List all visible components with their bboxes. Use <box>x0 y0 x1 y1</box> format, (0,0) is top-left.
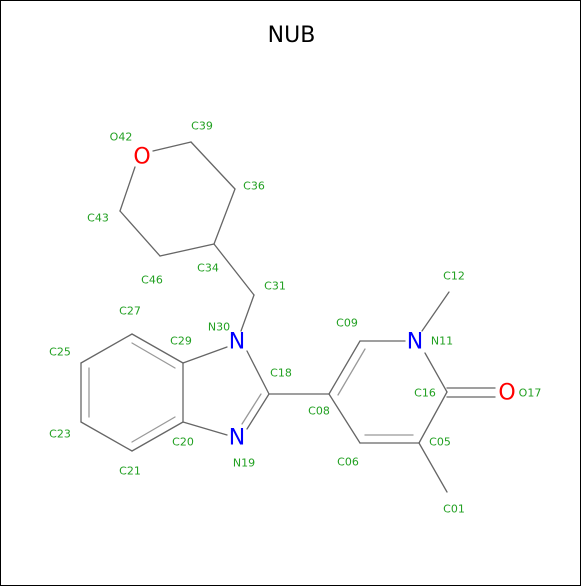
bonds <box>80 141 496 493</box>
bond-c27-c25 <box>80 333 133 364</box>
bond-c29-c27 <box>131 333 184 364</box>
molecule-title: NUB <box>267 23 316 48</box>
bond-c46-c43 <box>119 210 161 257</box>
bond-c21-c20-double <box>131 416 176 443</box>
bond-c39-c36 <box>190 141 236 190</box>
bond-c34-c46 <box>159 243 215 257</box>
bond-c21-c20 <box>131 421 184 452</box>
bond-n11-c12 <box>421 291 450 332</box>
atom-label: N19 <box>233 457 255 470</box>
nitrogen-n30-symbol: N <box>229 330 245 355</box>
atom-label: C16 <box>414 387 436 400</box>
atom-label: N11 <box>431 335 453 348</box>
atom-label: C27 <box>119 305 141 318</box>
atom-label: C21 <box>119 465 141 478</box>
atom-label: C08 <box>308 405 330 418</box>
bond-c06-c08 <box>328 393 361 444</box>
bond-c16-c05 <box>418 391 448 444</box>
oxygen-o42-symbol: O <box>133 145 150 170</box>
bond-c34-c31 <box>213 243 255 296</box>
atom-label: C39 <box>191 120 213 133</box>
atom-label: O42 <box>110 131 133 144</box>
atom-label: O17 <box>519 387 542 400</box>
bond-c43-o42 <box>119 166 136 212</box>
bond-c18-n19-double <box>241 393 262 425</box>
atom-label: C43 <box>87 212 109 225</box>
atom-label: C01 <box>443 503 465 516</box>
bond-c29-c27-double <box>131 342 176 369</box>
atom-label: C23 <box>49 428 71 441</box>
bond-o42-c39 <box>152 141 192 152</box>
atom-label: C05 <box>429 436 451 449</box>
bond-c08-c09-double <box>337 348 366 396</box>
bond-c36-c34 <box>213 188 236 245</box>
bond-n11-c16 <box>424 352 448 393</box>
atom-label: C20 <box>172 436 194 449</box>
atom-label: C18 <box>270 367 292 380</box>
bond-n30-c18 <box>246 350 270 395</box>
oxygen-o17-symbol: O <box>498 381 515 406</box>
atom-label: C46 <box>141 274 163 287</box>
nitrogen-n11-symbol: N <box>407 330 423 355</box>
atom-label: C31 <box>264 280 286 293</box>
atom-label: C25 <box>49 346 71 359</box>
bond-c29-n30 <box>182 346 228 364</box>
bond-n19-c20 <box>182 421 228 436</box>
atom-label: C29 <box>170 335 192 348</box>
bond-c05-c01 <box>418 442 448 493</box>
atom-labels: O42 C39 C36 C43 C34 C46 C31 C27 N30 C29 … <box>49 120 541 516</box>
atom-label: C06 <box>337 456 359 469</box>
bond-c23-c21 <box>80 421 133 452</box>
bond-c08-c09 <box>328 340 361 395</box>
atom-label: C12 <box>443 270 465 283</box>
atom-label: C34 <box>197 262 219 275</box>
bond-c18-n19 <box>246 393 270 430</box>
nitrogen-n19-symbol: N <box>229 426 245 451</box>
bond-c31-n30 <box>240 294 255 332</box>
atom-label: C36 <box>243 180 265 193</box>
atom-label: N30 <box>208 321 230 334</box>
atom-label: C09 <box>336 317 358 330</box>
element-symbols: O N N N O <box>133 145 515 451</box>
